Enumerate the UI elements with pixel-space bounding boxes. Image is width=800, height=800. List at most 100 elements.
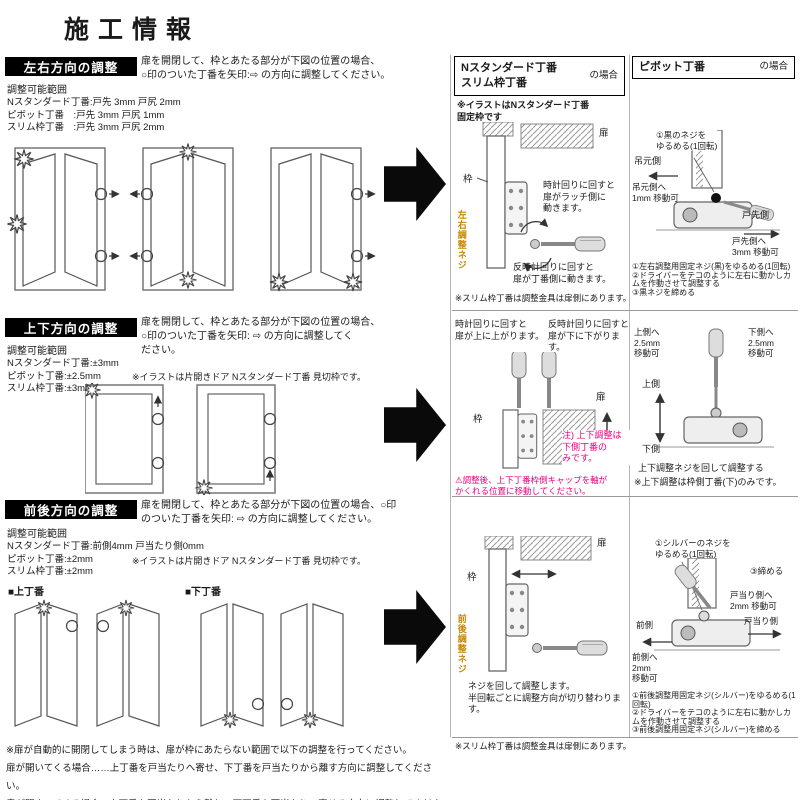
hinge-plate-icon	[504, 181, 528, 235]
step-item: ①左右調整用固定ネジ(黒)をゆるめる(1回転)	[632, 262, 791, 271]
door-unit	[280, 603, 344, 729]
divider-vertical-left	[450, 55, 451, 737]
hinge-screwdriver-drawing	[476, 121, 607, 272]
fb-hinge-drawing	[484, 535, 609, 672]
section-fb-ranges: Nスタンダード丁番:前側4mm 戸当たり側0mm ピボット丁番:±2mm スリム…	[7, 541, 204, 579]
pivot-hinge-fb-illustration: 戸当り側へ 2mm 移動可 戸当り側 前側 前側へ 2mm 移動可	[632, 557, 795, 690]
hinge-name: スリム枠丁番	[461, 77, 527, 89]
hinge-name: ピボット丁番	[639, 61, 705, 74]
big-right-arrow-icon	[384, 147, 446, 221]
divider-vertical-right	[629, 55, 630, 737]
clockwise-note: 時計回りに回すと 扉が上に上がります。	[455, 319, 545, 341]
hanging-side-move-label: 吊元側へ 1mm 移動可	[632, 182, 679, 203]
door-label: 扉	[596, 392, 606, 403]
screwdriver-icon	[707, 327, 725, 389]
door-label: 扉	[599, 128, 609, 139]
section-lr-header: 左右方向の調整	[5, 57, 137, 76]
range-item: Nスタンダード丁番:前側4mm 戸当たり側0mm	[7, 541, 204, 552]
door-unit	[96, 599, 160, 727]
section-fb-intro: 扉を開閉して、枠とあたる部分が下図の位置の場合、○印 のついた丁番を矢印: ⇨ …	[141, 500, 397, 525]
fb-collision-doors-illustration	[14, 599, 344, 729]
case-box-pivot: ピボット丁番 の場合	[632, 56, 795, 79]
pivot-lr-steps: ①左右調整用固定ネジ(黒)をゆるめる(1回転) ②ドライバーをテコのように左右に…	[632, 262, 796, 297]
lr-collision-doors-illustration	[6, 142, 376, 292]
case-label: の場合	[759, 61, 788, 73]
section-ud-ranges: Nスタンダード丁番:±3mm ピボット丁番:±2.5mm スリム枠丁番:±3mm	[7, 358, 119, 396]
impact-star-icon	[6, 213, 28, 235]
big-right-arrow-icon	[384, 388, 446, 462]
standard-hinge-adjust-illustration: 枠 扉 時計回りに回すと 扉がラッチ側に 動きます。 左右調整ネジ 反時計回りに…	[455, 121, 625, 290]
counterclockwise-note: 反時計回りに回すと 扉が下に下がります。	[548, 319, 630, 353]
range-item: Nスタンダード丁番:戸先 3mm 戸尻 2mm	[7, 97, 181, 108]
lower-hinge-subtitle: ■下丁番	[185, 587, 222, 598]
hinge-mark-icon	[263, 456, 277, 470]
door-unit	[194, 384, 277, 495]
case-box-names: Nスタンダード丁番 スリム枠丁番	[461, 61, 557, 91]
upper-hinge-subtitle: ■上丁番	[8, 587, 45, 598]
case-label: の場合	[589, 69, 618, 81]
range-item: スリム枠丁番:±2mm	[7, 566, 93, 577]
impact-star-icon	[343, 272, 363, 292]
illustration-note: ※イラストは片開きドア Nスタンダード丁番 見切枠です。	[132, 556, 366, 566]
up-move-label: 上側へ 2.5mm 移動可	[634, 327, 660, 359]
range-item: ピボット丁番:±2.5mm	[7, 370, 101, 382]
front-side-label: 前側	[636, 620, 654, 630]
counterclockwise-note: 反時計回りに回すと 扉が丁番側に動きます。	[513, 262, 612, 284]
loosen-silver-screw-note: ①シルバーのネジを ゆるめる(1回転)	[655, 538, 731, 559]
door-unit	[6, 147, 120, 291]
section-ud-range-title: 調整可能範囲	[7, 346, 67, 357]
case-box-standard-slim: Nスタンダード丁番 スリム枠丁番 の場合	[454, 56, 625, 96]
step-item: ③前後調整用固定ネジ(シルバー)を締める	[632, 725, 781, 735]
big-right-arrow-icon	[384, 590, 446, 664]
range-item: ピボット丁番:±2mm	[7, 553, 93, 565]
hinge-plate-icon	[505, 583, 529, 637]
divider-horizontal-3	[452, 737, 798, 738]
frame-label: 枠	[467, 572, 477, 583]
fb-adjust-caption: ネジを回して調整します。 半回転ごとに調整方向が切り替わります。	[468, 681, 622, 715]
stop-side-move-label: 戸当り側へ 2mm 移動可	[730, 590, 777, 612]
section-lr-ranges: Nスタンダード丁番:戸先 3mm 戸尻 2mm ピボット丁番 :戸先 3mm 戸…	[7, 97, 181, 135]
impact-star-icon	[178, 270, 198, 290]
leading-side-move-label: 戸先側へ 3mm 移動可	[732, 236, 779, 257]
pivot-hinge-lr-illustration: ①黒のネジを ゆるめる(1回転) 吊元側 吊元側へ 1mm 移動可 戸先側 戸先…	[632, 129, 795, 260]
frame-label: 枠	[463, 174, 473, 185]
step-item: ③黒ネジを締める	[632, 287, 696, 297]
door-unit	[85, 383, 165, 494]
fb-adjust-screw-label: 前後調整ネジ	[456, 614, 467, 674]
section-ud-header: 上下方向の調整	[5, 318, 137, 337]
slim-hinge-note: ※スリム枠丁番は調整金具は扉側にあります。	[455, 741, 632, 751]
impact-star-icon	[221, 711, 239, 729]
loosen-black-screw-note: ①黒のネジを ゆるめる(1回転)	[656, 130, 718, 152]
impact-star-icon	[178, 142, 198, 162]
cap-warning-note: ⚠調整後、上下丁番枠側キャップを軸が かくれる位置に移動してください。	[455, 475, 608, 496]
door-unit	[269, 147, 376, 292]
door-unit	[129, 142, 234, 291]
section-lr-intro: 扉を開閉して、枠とあたる部分が下図の位置の場合、 ○印のついた丁番を矢印:⇨ の…	[141, 56, 391, 81]
hinge-name: Nスタンダード丁番	[461, 62, 557, 75]
fb-hinge-adjust-illustration: 枠 扉 前後調整ネジ	[455, 535, 625, 681]
section-fb-header: 前後方向の調整	[5, 500, 137, 519]
divider-horizontal-2	[452, 496, 798, 497]
hinge-mark-icon	[151, 412, 165, 426]
down-move-label: 下側へ 2.5mm 移動可	[748, 327, 774, 359]
range-item: Nスタンダード丁番:±3mm	[7, 358, 119, 369]
door-label: 扉	[597, 538, 607, 549]
slim-hinge-note: ※スリム枠丁番は調整金具は扉側にあります。	[455, 293, 632, 303]
hinge-plate-icon	[517, 413, 538, 459]
frame-label: 枠	[473, 414, 483, 425]
illustration-note: ※イラストはNスタンダード丁番 固定枠です	[457, 100, 590, 122]
down-side-label: 下側	[642, 444, 661, 454]
impact-star-icon	[35, 599, 53, 617]
impact-star-icon	[269, 272, 289, 292]
door-unit	[200, 603, 265, 729]
screwdriver-icon	[540, 348, 558, 410]
pivot-hinge-ud-illustration: 上側へ 2.5mm 移動可 下側へ 2.5mm 移動可 上側 下側	[632, 325, 795, 460]
pivot-fb-drawing	[642, 557, 782, 651]
up-side-label: 上側	[642, 379, 661, 389]
tighten-note: ③締める	[750, 566, 784, 576]
pivot-ud-drawing	[655, 327, 774, 448]
screwdriver-icon	[510, 348, 528, 410]
footer-notes: ※扉が自動的に開閉してしまう時は、扉が枠にあたらない範囲で以下の調整を行ってくだ…	[6, 742, 451, 800]
range-item: スリム枠丁番 :戸先 3mm 戸尻 2mm	[7, 122, 165, 133]
